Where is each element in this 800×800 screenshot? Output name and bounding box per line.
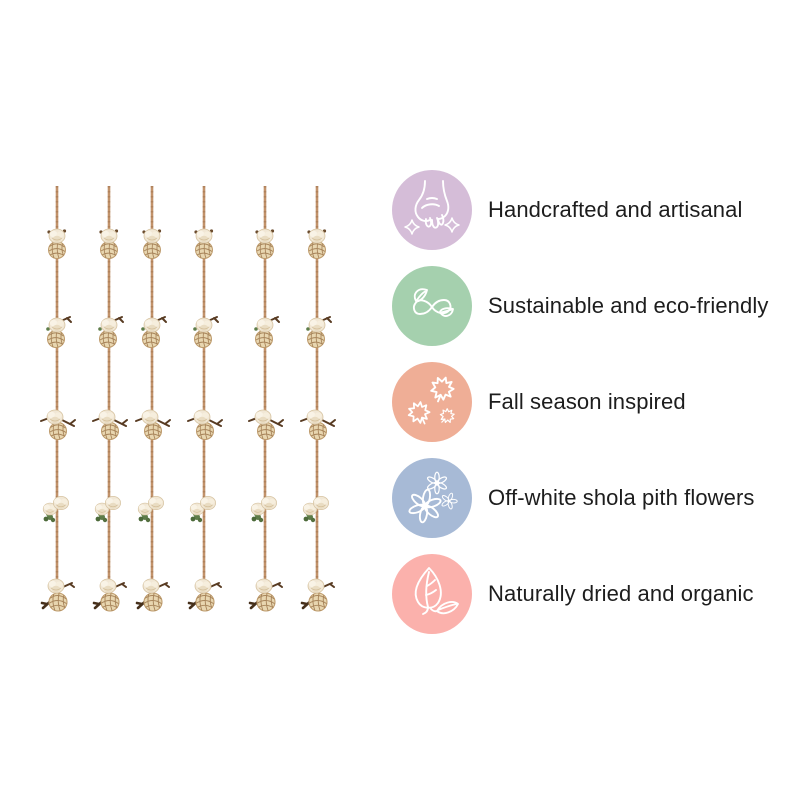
feature-label: Handcrafted and artisanal	[488, 197, 743, 222]
feature-row-fall-season: Fall season inspired	[392, 362, 792, 442]
feature-badge	[392, 170, 472, 250]
garland-strand	[249, 186, 283, 611]
feature-row-shola-flowers: Off-white shola pith flowers	[392, 458, 792, 538]
feature-label: Naturally dried and organic	[488, 581, 754, 606]
leaf-icon	[414, 567, 459, 615]
hands-icon	[404, 180, 460, 235]
feature-badge	[392, 266, 472, 346]
garland-product-image	[0, 180, 360, 630]
garland-strand	[136, 186, 170, 611]
feature-row-naturally-dried: Naturally dried and organic	[392, 554, 792, 634]
feature-label: Off-white shola pith flowers	[488, 485, 755, 510]
feature-label: Fall season inspired	[488, 389, 686, 414]
feature-badge	[392, 554, 472, 634]
feature-row-sustainable: Sustainable and eco-friendly	[392, 266, 792, 346]
infinity-leaves-icon	[412, 288, 454, 317]
feature-badge	[392, 362, 472, 442]
feature-row-handcrafted: Handcrafted and artisanal	[392, 170, 792, 250]
garland-strand	[301, 186, 335, 611]
garland-strand	[93, 186, 127, 611]
maple-leaves-icon	[407, 376, 455, 425]
feature-badge	[392, 458, 472, 538]
garland-strand	[188, 186, 222, 611]
feature-label: Sustainable and eco-friendly	[488, 293, 769, 318]
daisy-flowers-icon	[408, 471, 458, 524]
garland-strand	[41, 186, 75, 611]
